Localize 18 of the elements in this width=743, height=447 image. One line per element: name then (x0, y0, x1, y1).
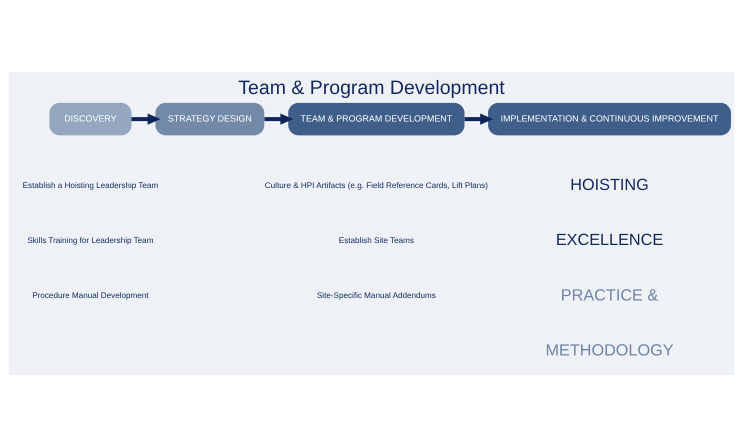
node-box: TEAM & PROGRAM DEVELOPMENT (288, 102, 464, 136)
label: Procedure Manual Development (32, 291, 149, 300)
node-box: STRATEGY DESIGN (155, 102, 264, 136)
arrow (131, 114, 160, 125)
label: Skills Training for Leadership Team (27, 236, 154, 245)
node-box: DISCOVERY (49, 102, 132, 136)
arrow (264, 114, 294, 125)
arrow (464, 114, 493, 125)
label: Establish Site Teams (338, 236, 414, 245)
diagram-title: Team & Program Development (238, 77, 505, 100)
label: Culture & HPI Artifacts (e.g. Field Reference Cards, Lift Plans) (264, 180, 488, 190)
label: Establish a Hoisting Leadership Team (22, 180, 158, 190)
label: METHODOLOGY (545, 342, 674, 360)
node-box: IMPLEMENTATION & CONTINUOUS IMPROVEMENT (488, 102, 731, 136)
label: EXCELLENCE (556, 231, 664, 250)
label: HOISTING (570, 176, 649, 194)
label: PRACTICE & (560, 286, 658, 304)
label: Site-Specific Manual Addendums (316, 291, 436, 300)
